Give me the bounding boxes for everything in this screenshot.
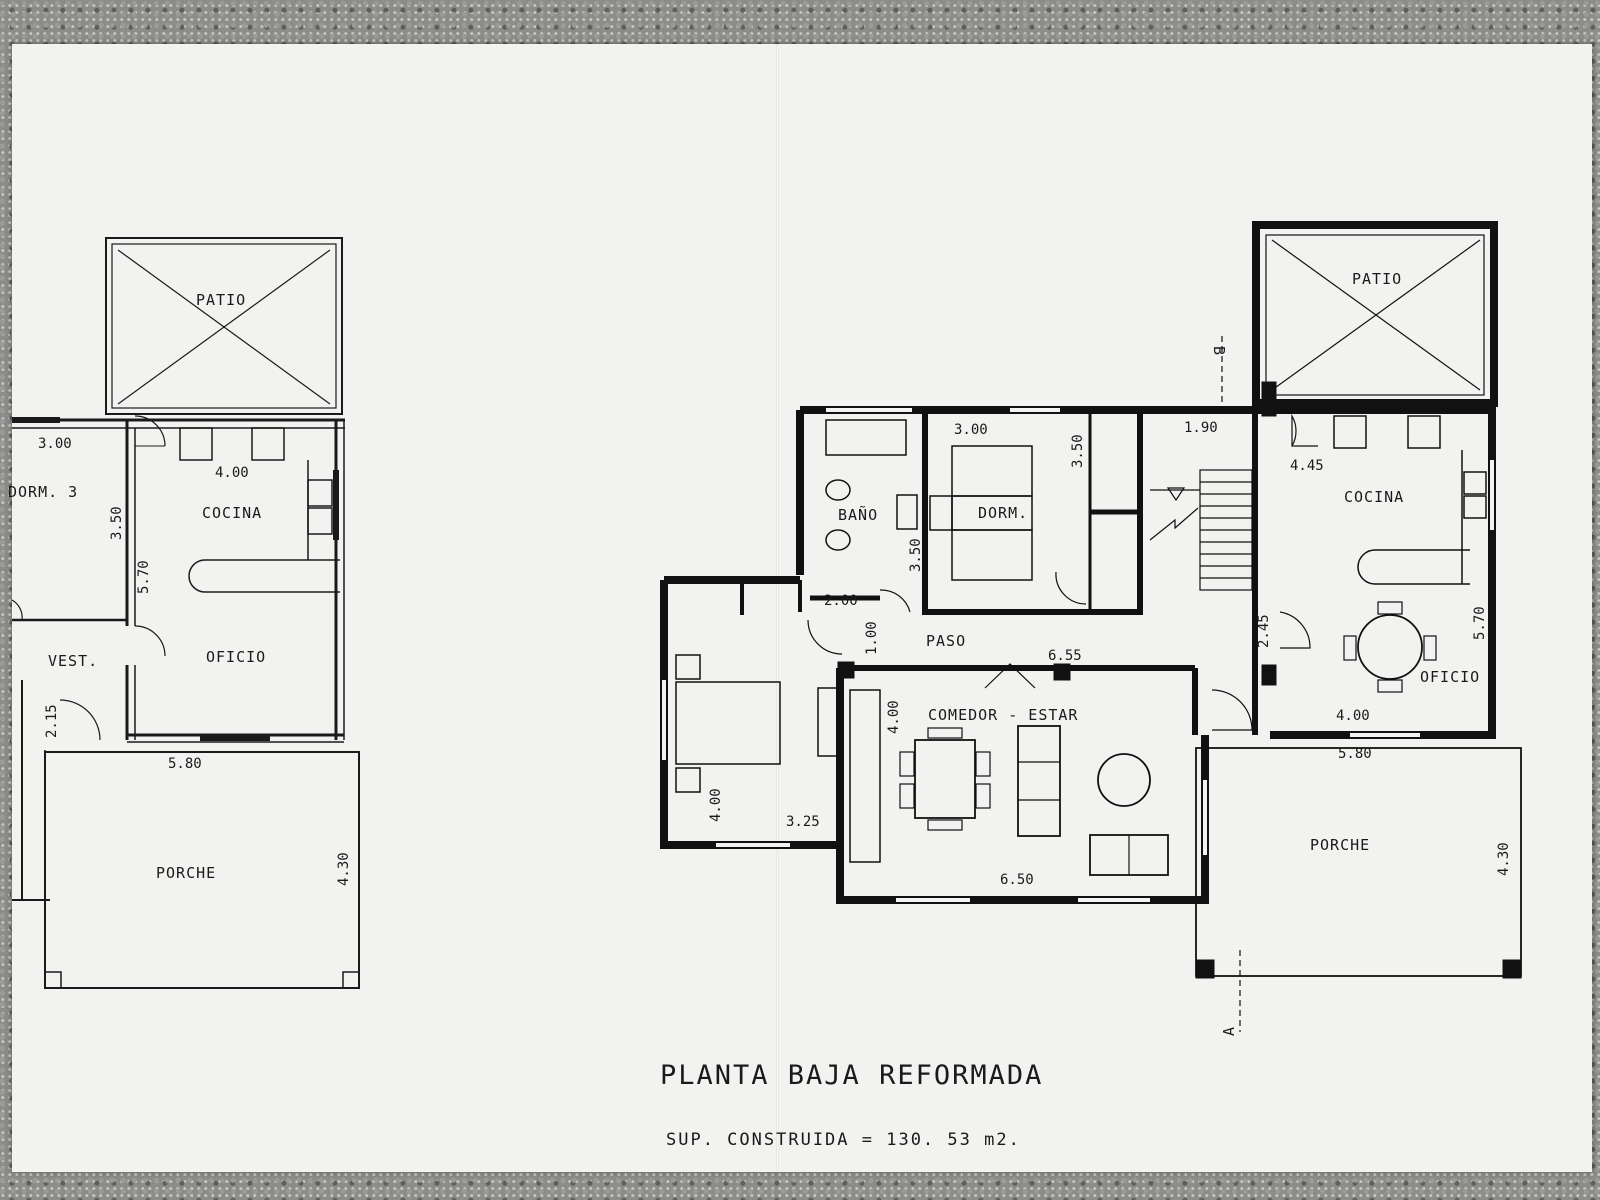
paper-fold [776, 44, 779, 1172]
right-floor-plan [660, 221, 1522, 1032]
right-dim-3-50-dorm: 3.50 [1070, 434, 1086, 468]
right-dim-1-00: 1.00 [864, 621, 880, 655]
right-room-bano: BAÑO [838, 505, 878, 524]
left-dim-3-50: 3.50 [109, 506, 125, 540]
right-room-comedor-estar: COMEDOR - ESTAR [928, 706, 1078, 724]
right-dim-4-45: 4.45 [1290, 458, 1324, 474]
right-dim-4-30: 4.30 [1496, 842, 1512, 876]
right-room-paso: PASO [926, 632, 966, 650]
left-floor-plan [11, 237, 360, 989]
left-room-porche: PORCHE [156, 864, 216, 882]
right-dim-1-90: 1.90 [1184, 420, 1218, 436]
right-dim-6-50: 6.50 [1000, 872, 1034, 888]
left-room-dorm3: DORM. 3 [8, 483, 78, 501]
section-mark-b: B [1210, 346, 1228, 356]
left-dim-3-00: 3.00 [38, 436, 72, 452]
right-room-dorm: DORM. [978, 504, 1028, 522]
section-mark-a: A [1220, 1026, 1238, 1036]
right-dim-5-80: 5.80 [1338, 746, 1372, 762]
right-dim-4-00-comedor: 4.00 [886, 700, 902, 734]
left-dim-5-70: 5.70 [136, 560, 152, 594]
left-dim-4-30: 4.30 [336, 852, 352, 886]
right-dim-5-70: 5.70 [1472, 606, 1488, 640]
right-room-cocina: COCINA [1344, 488, 1404, 506]
right-dim-3-50-bano: 3.50 [908, 538, 924, 572]
right-room-porche: PORCHE [1310, 836, 1370, 854]
built-area-caption: SUP. CONSTRUIDA = 130. 53 m2. [666, 1130, 1021, 1150]
right-dim-2-45: 2.45 [1256, 614, 1272, 648]
right-dim-6-55: 6.55 [1048, 648, 1082, 664]
right-dim-3-00: 3.00 [954, 422, 988, 438]
right-room-patio: PATIO [1352, 270, 1402, 288]
right-room-oficio: OFICIO [1420, 668, 1480, 686]
left-dim-4-00: 4.00 [215, 465, 249, 481]
right-dim-4-00-oficio: 4.00 [1336, 708, 1370, 724]
right-dim-4-00-bedroom: 4.00 [708, 788, 724, 822]
left-dim-2-15: 2.15 [44, 704, 60, 738]
right-dim-2-00: 2.00 [824, 593, 858, 609]
left-room-cocina: COCINA [202, 504, 262, 522]
left-room-patio: PATIO [196, 291, 246, 309]
right-dim-3-25: 3.25 [786, 814, 820, 830]
left-room-oficio: OFICIO [206, 648, 266, 666]
left-room-vest: VEST. [48, 652, 98, 670]
left-dim-5-80: 5.80 [168, 756, 202, 772]
drawing-title: PLANTA BAJA REFORMADA [660, 1060, 1044, 1091]
